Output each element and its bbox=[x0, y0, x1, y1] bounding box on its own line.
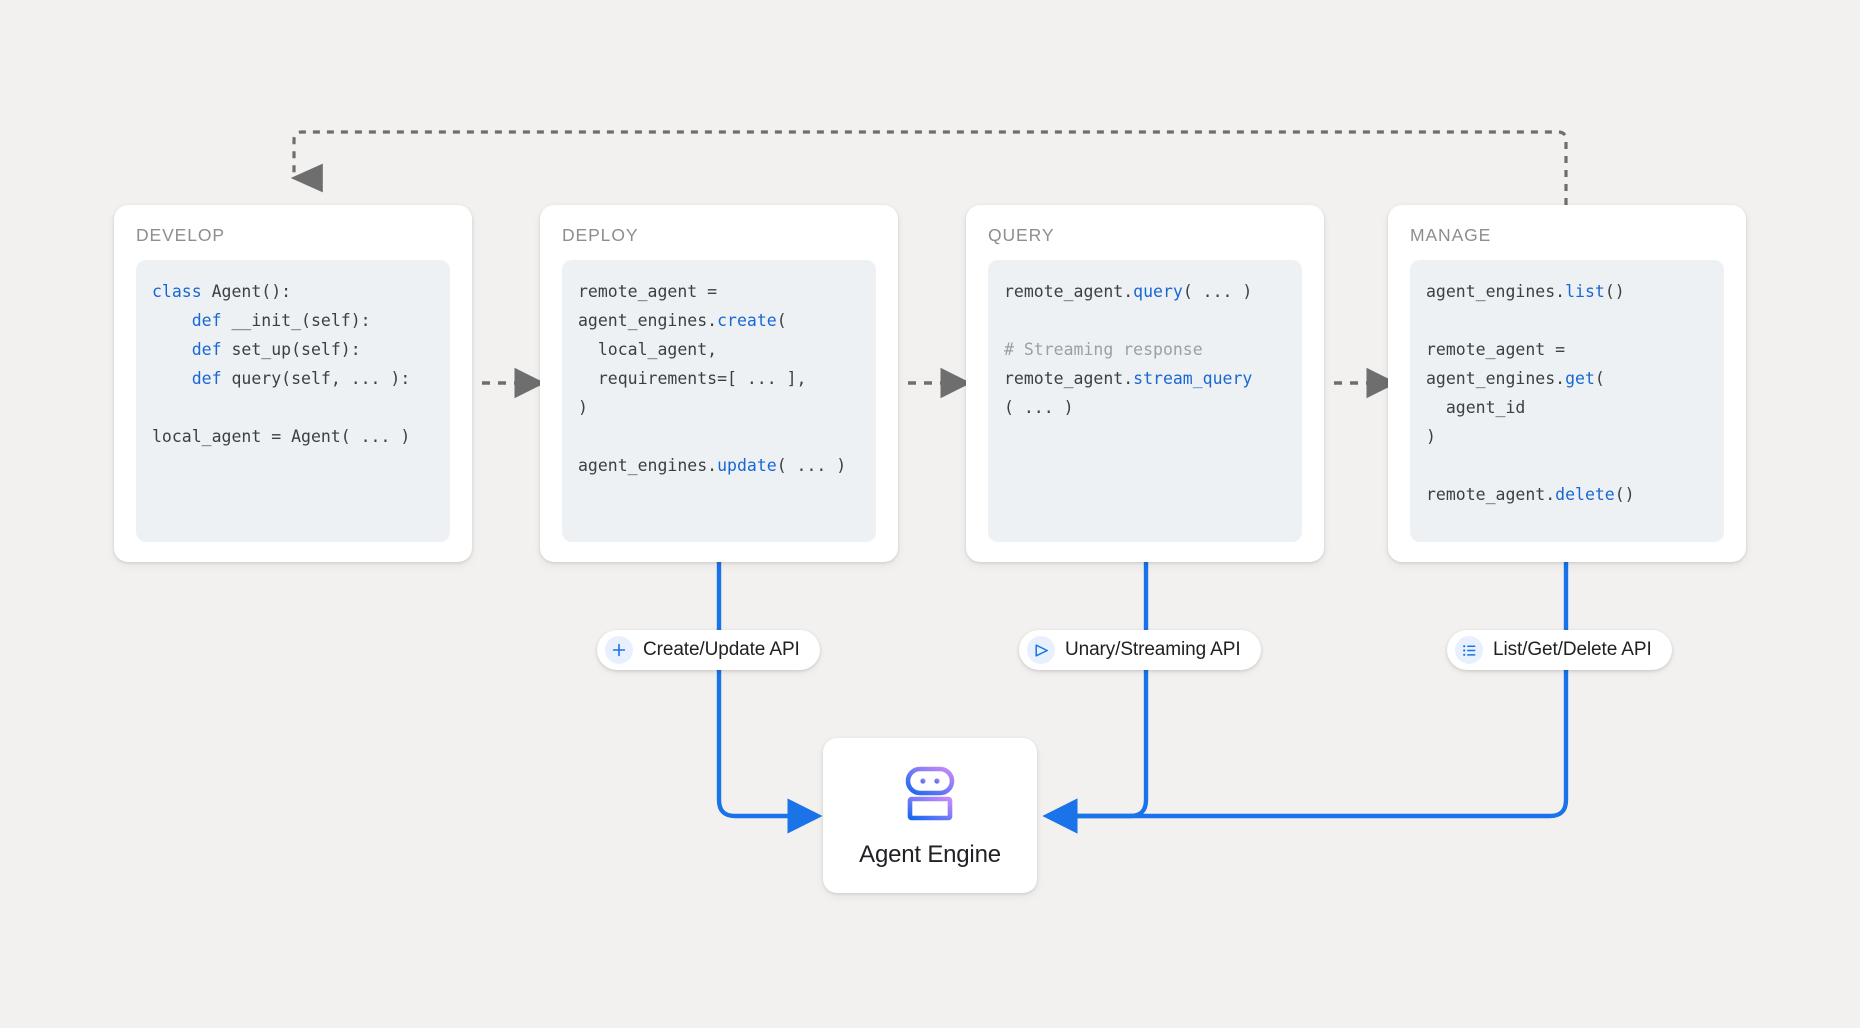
code-block-query: remote_agent.query( ... ) # Streaming re… bbox=[988, 260, 1302, 542]
api-pill-create-update[interactable]: Create/Update API bbox=[597, 630, 820, 670]
code-block-manage: agent_engines.list() remote_agent = agen… bbox=[1410, 260, 1724, 542]
stage-card-manage[interactable]: MANAGE agent_engines.list() remote_agent… bbox=[1388, 205, 1746, 562]
api-pill-label: Unary/Streaming API bbox=[1065, 639, 1241, 661]
stage-card-query[interactable]: QUERY remote_agent.query( ... ) # Stream… bbox=[966, 205, 1324, 562]
api-pill-unary-streaming[interactable]: Unary/Streaming API bbox=[1019, 630, 1261, 670]
stage-title-manage: MANAGE bbox=[1410, 225, 1491, 246]
send-triangle-icon bbox=[1027, 636, 1055, 664]
stage-card-develop[interactable]: DEVELOP class Agent(): def __init_(self)… bbox=[114, 205, 472, 562]
agent-engine-node[interactable]: Agent Engine bbox=[823, 738, 1037, 893]
api-wire-list-get-delete bbox=[1060, 562, 1566, 816]
feedback-loop-arrow bbox=[294, 132, 1566, 205]
api-pill-list-get-delete[interactable]: List/Get/Delete API bbox=[1447, 630, 1672, 670]
stage-title-deploy: DEPLOY bbox=[562, 225, 638, 246]
agent-engine-label: Agent Engine bbox=[859, 841, 1001, 869]
list-icon bbox=[1455, 636, 1483, 664]
plus-icon bbox=[605, 636, 633, 664]
api-wire-create-update bbox=[719, 562, 805, 816]
stage-title-develop: DEVELOP bbox=[136, 225, 225, 246]
robot-icon bbox=[899, 766, 961, 827]
api-wire-unary-streaming bbox=[1060, 562, 1146, 816]
api-pill-label: List/Get/Delete API bbox=[1493, 639, 1652, 661]
api-pill-label: Create/Update API bbox=[643, 639, 800, 661]
stage-card-deploy[interactable]: DEPLOY remote_agent = agent_engines.crea… bbox=[540, 205, 898, 562]
code-block-develop: class Agent(): def __init_(self): def se… bbox=[136, 260, 450, 542]
stage-title-query: QUERY bbox=[988, 225, 1054, 246]
code-block-deploy: remote_agent = agent_engines.create( loc… bbox=[562, 260, 876, 542]
